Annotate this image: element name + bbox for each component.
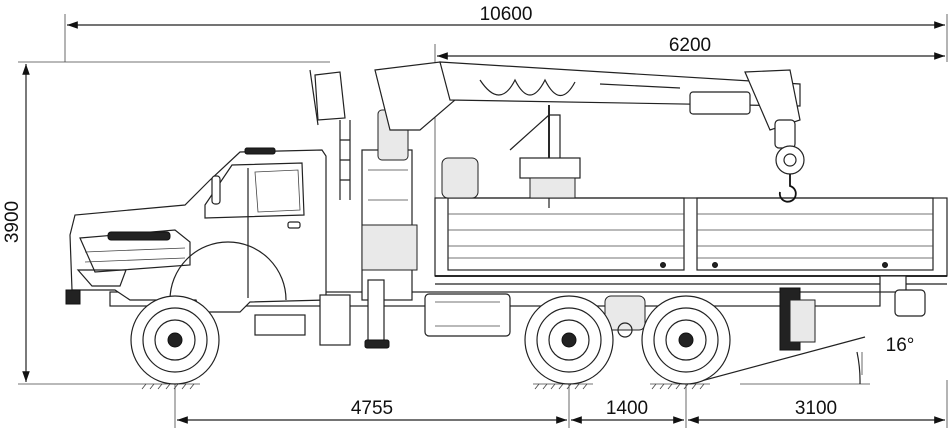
rear-axle-spacing-label: 1400 — [606, 398, 648, 419]
truck-cab — [65, 147, 351, 346]
ground-marks — [140, 383, 711, 390]
front-to-rear-axle-label: 4755 — [351, 398, 393, 419]
dimension-overall-height: 3900 — [2, 61, 330, 385]
departure-angle: 16° — [689, 335, 915, 385]
rear-wheel-1 — [524, 295, 614, 385]
departure-angle-label: 16° — [886, 335, 915, 356]
overall-length-label: 10600 — [480, 4, 533, 25]
overall-height-label: 3900 — [2, 201, 23, 243]
rear-wheel-2 — [641, 295, 731, 385]
auger-attachment — [509, 105, 581, 208]
front-wheel — [130, 295, 220, 385]
cargo-body — [434, 157, 948, 293]
rear-overhang-label: 3100 — [795, 398, 837, 419]
dimension-overall-length: 10600 — [64, 4, 948, 62]
crane-column — [309, 69, 418, 349]
crane-reach-label: 6200 — [669, 35, 711, 56]
crane-boom — [374, 61, 805, 203]
